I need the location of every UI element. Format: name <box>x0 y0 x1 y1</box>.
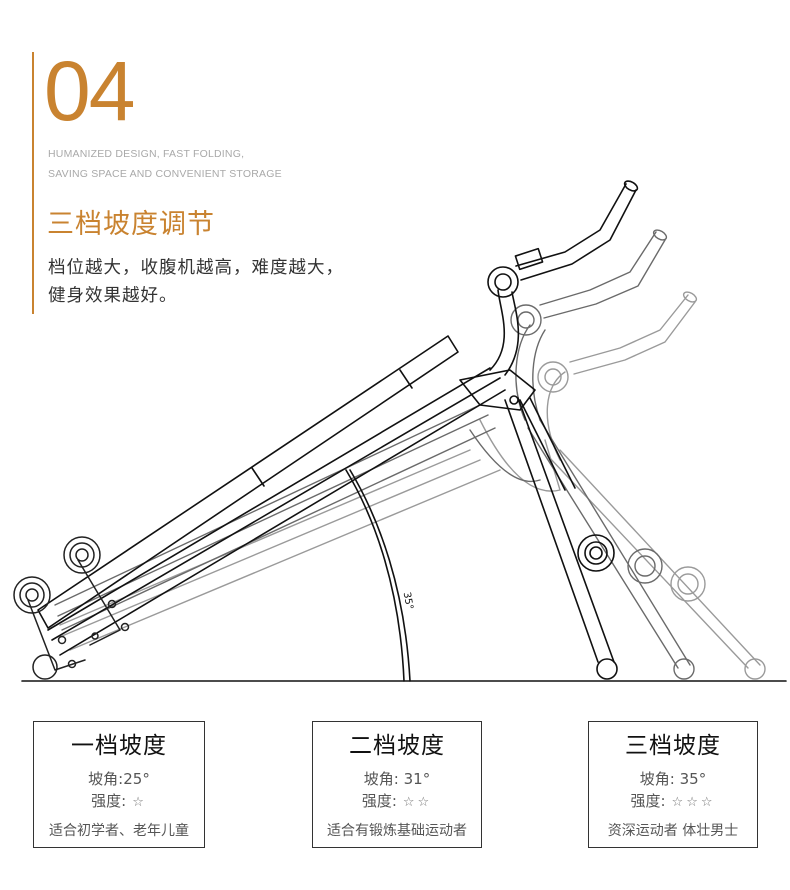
accent-vertical-bar <box>32 52 34 314</box>
feature-title: 三档坡度调节 <box>47 209 215 240</box>
position-low-outline <box>59 291 766 680</box>
star-icons: ☆☆☆ <box>671 795 716 810</box>
level-3-angle: 坡角: 35° <box>639 770 707 788</box>
position-high-outline <box>37 180 639 682</box>
english-subtitle-line-1: HUMANIZED DESIGN, FAST FOLDING, <box>48 148 245 160</box>
machine-incline-diagram: 35° <box>13 180 787 682</box>
section-number: 04 <box>44 44 135 138</box>
intensity-label: 强度: <box>630 792 666 810</box>
level-1-intensity: 强度: ☆ <box>34 791 204 813</box>
star-icons: ☆☆ <box>402 795 433 810</box>
position-mid-outline <box>54 229 695 680</box>
level-2-angle: 坡角: 31° <box>363 770 431 788</box>
level-3-audience: 资深运动者 体壮男士 <box>607 823 739 839</box>
level-2-intensity: 强度: ☆☆ <box>313 791 481 813</box>
level-card-1: 一档坡度 坡角:25° 强度: ☆ 适合初学者、老年儿童 <box>33 721 205 848</box>
intensity-label: 强度: <box>91 792 127 810</box>
feature-description: 档位越大，收腹机越高，难度越大，健身效果越好。 <box>48 258 344 306</box>
level-1-angle: 坡角:25° <box>88 770 150 788</box>
level-2-audience: 适合有锻炼基础运动者 <box>327 823 467 839</box>
english-subtitle-line-2: SAVING SPACE AND CONVENIENT STORAGE <box>48 168 282 180</box>
intensity-label: 强度: <box>361 792 397 810</box>
level-card-2: 二档坡度 坡角: 31° 强度: ☆☆ 适合有锻炼基础运动者 <box>312 721 482 848</box>
star-icons: ☆ <box>132 795 147 810</box>
level-2-title: 二档坡度 <box>349 733 445 759</box>
level-1-title: 一档坡度 <box>71 733 167 759</box>
level-3-title: 三档坡度 <box>625 733 721 759</box>
level-3-intensity: 强度: ☆☆☆ <box>589 791 757 813</box>
angle-label: 35° <box>401 591 415 610</box>
level-card-3: 三档坡度 坡角: 35° 强度: ☆☆☆ 资深运动者 体壮男士 <box>588 721 758 848</box>
level-1-audience: 适合初学者、老年儿童 <box>49 823 189 839</box>
front-rollers <box>13 536 130 680</box>
